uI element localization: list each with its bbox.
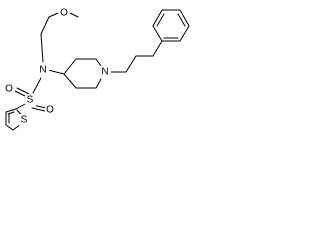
bond-pip-c2-n	[95, 58, 102, 67]
atom-labels: O N S O O N S	[4, 7, 111, 126]
bond-ph-1-2	[152, 25, 163, 42]
bond-o-ch2	[48, 12, 59, 18]
bond-ch2-ch2	[40, 16, 50, 35]
atom-label-s-sulfonyl: S	[27, 95, 34, 106]
bond-methyl-o	[69, 12, 79, 18]
bond-thio-c2-c3-double	[7, 111, 15, 115]
bond-n-pip-c4	[47, 69, 65, 75]
atom-label-o-methoxy: O	[60, 8, 68, 19]
atom-label-n-sulfonamide: N	[39, 65, 46, 76]
bond-thio-c4-c5	[5, 124, 14, 131]
atom-o-sulfonyl-top: O	[4, 83, 15, 95]
atom-label-o-sulfonyl-top: O	[5, 84, 13, 95]
atom-o-sulfonyl-bottom: O	[45, 104, 56, 116]
bond-n-s	[32, 77, 42, 94]
atom-label-s-thiophene: S	[21, 115, 28, 126]
bond-ch2-n	[40, 33, 44, 63]
structure-diagram: O N S O O N S	[4, 7, 190, 131]
atom-n-piperidine: N	[100, 66, 111, 78]
atom-n-sulfonamide: N	[38, 64, 49, 76]
bond-s-o-top-a	[16, 87, 30, 95]
bond-ph-inner-b	[177, 13, 186, 27]
atom-s-thiophene: S	[19, 114, 30, 126]
atom-s-sulfonyl: S	[25, 94, 36, 106]
bond-pip-c5-c4	[63, 73, 77, 89]
bond-ph-inner-a	[156, 13, 165, 27]
bond-propyl-c1-c2	[125, 55, 137, 73]
bond-s-o-bottom-b	[31, 107, 46, 112]
bond-ph-5-6	[179, 25, 190, 42]
bond-ph-2-3	[152, 9, 163, 27]
bond-propyl-c3-phenyl	[152, 40, 163, 57]
bond-pip-n-c6	[95, 78, 102, 89]
atom-label-o-sulfonyl-bottom: O	[46, 105, 54, 116]
bond-thio-c2-c3	[5, 108, 17, 113]
bond-s-thiophene-c2	[15, 103, 26, 110]
bonds	[5, 9, 190, 131]
bond-ph-4-5	[179, 9, 190, 27]
atom-label-n-piperidine: N	[101, 67, 108, 78]
atom-o-methoxy: O	[59, 7, 70, 19]
bond-pip-c4-c3	[63, 58, 77, 75]
